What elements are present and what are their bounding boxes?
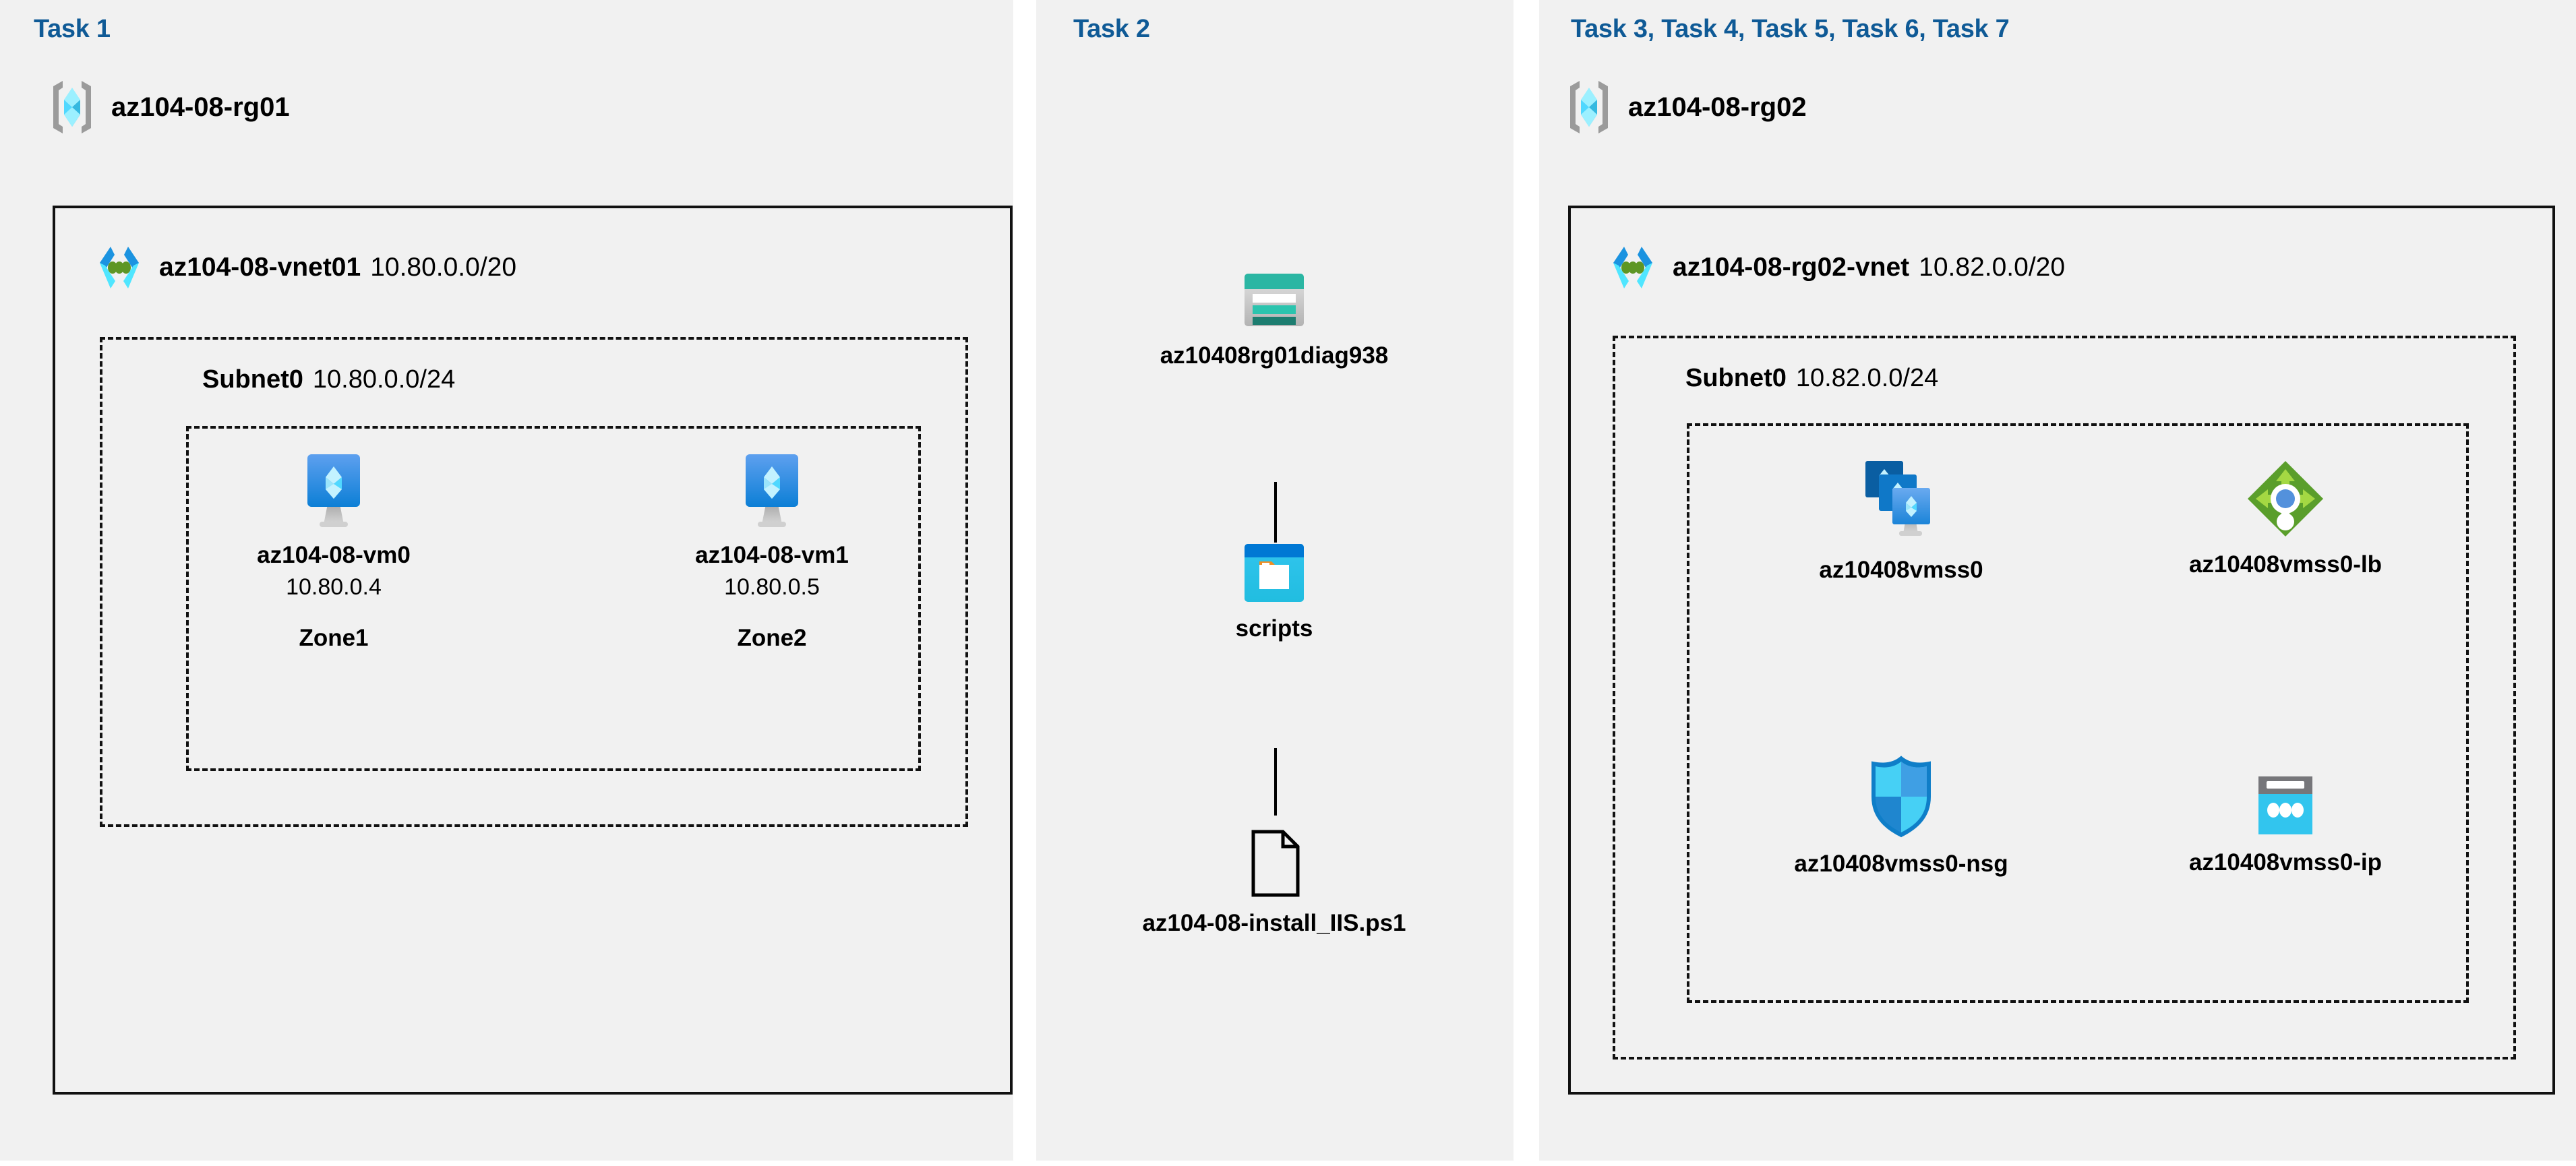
subnet01-name: Subnet0 xyxy=(202,365,303,394)
task1-panel xyxy=(0,0,1013,1161)
subnet02-cidr: 10.82.0.0/24 xyxy=(1795,364,1939,392)
vmss-node[interactable]: az10408vmss0 xyxy=(1766,458,2036,584)
resource-group-01-heading: az104-08-rg01 xyxy=(51,80,290,135)
load-balancer-name: az10408vmss0-lb xyxy=(2188,551,2383,578)
subnet01-boundary xyxy=(100,337,968,827)
vnet01-name: az104-08-vnet01 xyxy=(159,253,361,282)
vmss-name: az10408vmss0 xyxy=(1819,557,1983,583)
vm0-name: az104-08-vm0 xyxy=(257,542,411,568)
vmss-resources-boundary xyxy=(1687,423,2469,1003)
network-security-group-icon xyxy=(1867,755,1935,838)
vnet01-cidr: 10.80.0.0/20 xyxy=(370,253,517,282)
subnet02-label: Subnet0 10.82.0.0/24 xyxy=(1685,364,1938,393)
subnet01-label: Subnet0 10.80.0.0/24 xyxy=(202,365,455,394)
subnet02-boundary xyxy=(1613,336,2516,1060)
file-icon xyxy=(1244,829,1305,898)
storage-account-icon xyxy=(1242,270,1307,330)
vm0-zone: Zone1 xyxy=(299,625,369,651)
vnet01-heading: az104-08-vnet01 10.80.0.0/20 xyxy=(94,243,516,293)
load-balancer-node[interactable]: az10408vmss0-lb xyxy=(2151,458,2420,578)
public-ip-name: az10408vmss0-ip xyxy=(2188,849,2383,876)
vnet02-cidr: 10.82.0.0/20 xyxy=(1919,253,2066,282)
nsg-node[interactable]: az10408vmss0-nsg xyxy=(1766,755,2036,878)
load-balancer-icon xyxy=(2245,458,2326,539)
blob-container-node[interactable]: scripts xyxy=(1139,543,1409,642)
vm-scale-set-icon xyxy=(1857,458,1945,545)
resource-group-icon xyxy=(1567,80,1611,135)
vm1-ip: 10.80.0.5 xyxy=(724,574,820,600)
resource-group-02-name: az104-08-rg02 xyxy=(1628,92,1807,122)
vm1-name: az104-08-vm1 xyxy=(695,542,849,568)
vm0-ip: 10.80.0.4 xyxy=(286,574,382,600)
vm0-node[interactable]: az104-08-vm0 10.80.0.4 Zone1 xyxy=(222,452,445,652)
task2-label: Task 2 xyxy=(1073,15,1150,43)
connector-storage-to-container xyxy=(1274,482,1277,543)
resource-group-02-heading: az104-08-rg02 xyxy=(1567,80,1807,135)
resource-group-icon xyxy=(51,80,94,135)
virtual-network-icon xyxy=(1608,243,1658,293)
blob-container-icon xyxy=(1243,543,1305,603)
ps1-file-node[interactable]: az104-08-install_IIS.ps1 xyxy=(1106,829,1443,937)
task1-label: Task 1 xyxy=(34,15,111,43)
public-ip-node[interactable]: az10408vmss0-ip xyxy=(2151,775,2420,876)
virtual-network-icon xyxy=(94,243,144,293)
vnet02-heading: az104-08-rg02-vnet 10.82.0.0/20 xyxy=(1608,243,2065,293)
nsg-name: az10408vmss0-nsg xyxy=(1794,851,2008,877)
vnet02-name: az104-08-rg02-vnet xyxy=(1673,253,1910,282)
subnet02-name: Subnet0 xyxy=(1685,364,1787,392)
ps1-file-name: az104-08-install_IIS.ps1 xyxy=(1142,910,1406,936)
connector-container-to-file xyxy=(1274,748,1277,816)
task3-panel xyxy=(1539,0,2576,1161)
blob-container-name: scripts xyxy=(1235,615,1313,642)
resource-group-01-name: az104-08-rg01 xyxy=(111,92,290,122)
vm1-zone: Zone2 xyxy=(737,625,807,651)
storage-account-node[interactable]: az10408rg01diag938 xyxy=(1139,270,1409,369)
task3-label: Task 3, Task 4, Task 5, Task 6, Task 7 xyxy=(1571,15,2010,43)
vnet02-boundary xyxy=(1568,206,2555,1095)
storage-account-name: az10408rg01diag938 xyxy=(1160,342,1389,369)
availability-zones-boundary xyxy=(186,426,921,771)
vnet01-boundary xyxy=(53,206,1013,1095)
public-ip-address-icon xyxy=(2252,775,2319,837)
subnet01-cidr: 10.80.0.0/24 xyxy=(312,365,456,394)
virtual-machine-icon xyxy=(297,452,371,530)
virtual-machine-icon xyxy=(735,452,809,530)
vm1-node[interactable]: az104-08-vm1 10.80.0.5 Zone2 xyxy=(661,452,883,652)
